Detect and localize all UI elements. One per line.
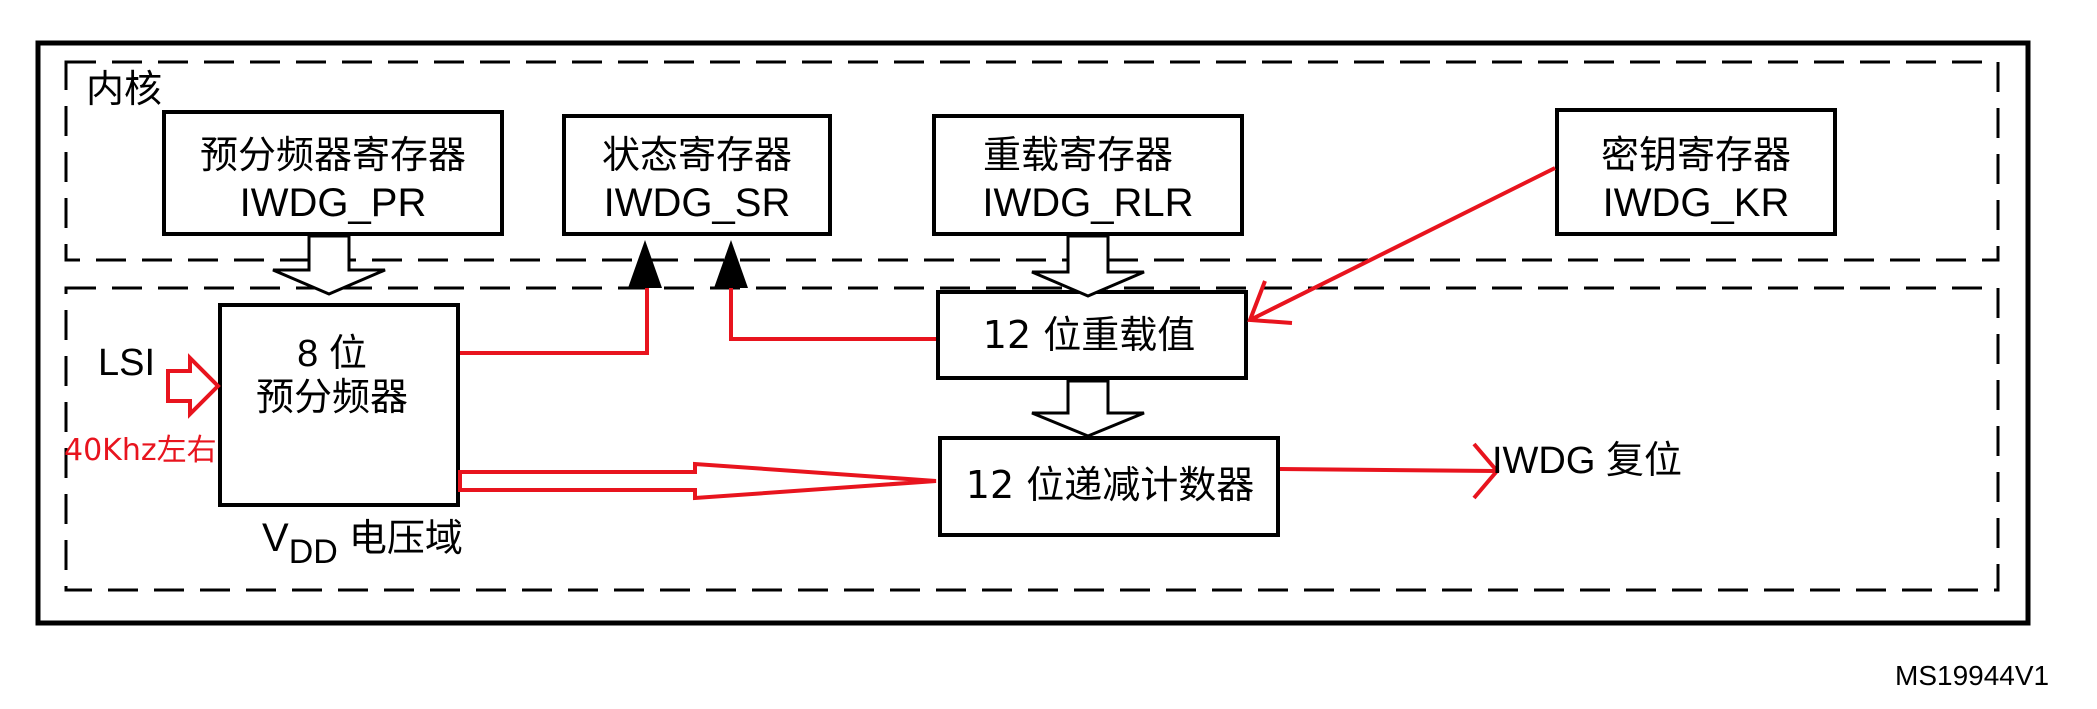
- reload-to-counter-arrow: [1031, 379, 1145, 438]
- core-region-label: 内核: [86, 67, 163, 111]
- key-register-box: [1555, 108, 1837, 236]
- rlr-to-reload-arrow: [1031, 234, 1145, 298]
- status-register-id: IWDG_SR: [603, 181, 791, 225]
- reload-register-box: [932, 114, 1244, 236]
- down-counter-box: [938, 436, 1280, 537]
- figure-id: MS19944V1: [1895, 660, 2050, 691]
- kr-to-reload-line: [1249, 166, 1556, 322]
- prescaler-line2: 预分频器: [255, 375, 409, 419]
- prescaler-register-name: 预分频器寄存器: [199, 133, 467, 177]
- lsi-frequency-annotation: 40Khz左右: [64, 433, 217, 468]
- lsi-input-label: LSI: [98, 342, 156, 384]
- reload-value-box: [936, 290, 1248, 380]
- prescaler-register-box: [162, 110, 504, 236]
- kr-arrowhead: [1247, 280, 1293, 325]
- prescaler-to-counter-arrow: [458, 461, 937, 501]
- vdd-domain-text: 电压域: [348, 516, 463, 560]
- outer-frame: [35, 40, 2031, 626]
- reset-arrowhead: [1472, 442, 1500, 500]
- counter-to-reset-line: [1279, 467, 1496, 473]
- status-register-name: 状态寄存器: [601, 133, 793, 177]
- down-counter-label: 12 位递减计数器: [965, 463, 1255, 507]
- reload-register-id: IWDG_RLR: [982, 181, 1194, 225]
- vdd-region: [64, 286, 2000, 592]
- prescaler-register-id: IWDG_PR: [239, 181, 427, 225]
- sr-arrowhead-right: [714, 240, 748, 288]
- vdd-domain-label: VDD 电压域: [262, 516, 463, 569]
- reload-register-name: 重载寄存器: [982, 133, 1174, 177]
- prescaler-to-sr-line: [460, 288, 649, 355]
- key-register-name: 密钥寄存器: [1600, 133, 1792, 177]
- sr-arrowhead-left: [628, 240, 662, 288]
- prescaler-box: [218, 303, 460, 507]
- prescaler-line1: 8 位: [297, 333, 367, 375]
- core-region: [64, 60, 2000, 262]
- lsi-input-arrow: [166, 353, 221, 419]
- reload-to-sr-line: [729, 288, 936, 341]
- reload-value-label: 12 位重载值: [982, 313, 1196, 357]
- key-register-id: IWDG_KR: [1602, 181, 1790, 225]
- status-register-box: [562, 114, 832, 236]
- iwdg-reset-label: IWDG 复位: [1492, 440, 1682, 482]
- vdd-subscript: DD: [288, 533, 338, 571]
- vdd-v: V: [262, 516, 289, 560]
- pr-to-prescaler-arrow: [272, 234, 386, 296]
